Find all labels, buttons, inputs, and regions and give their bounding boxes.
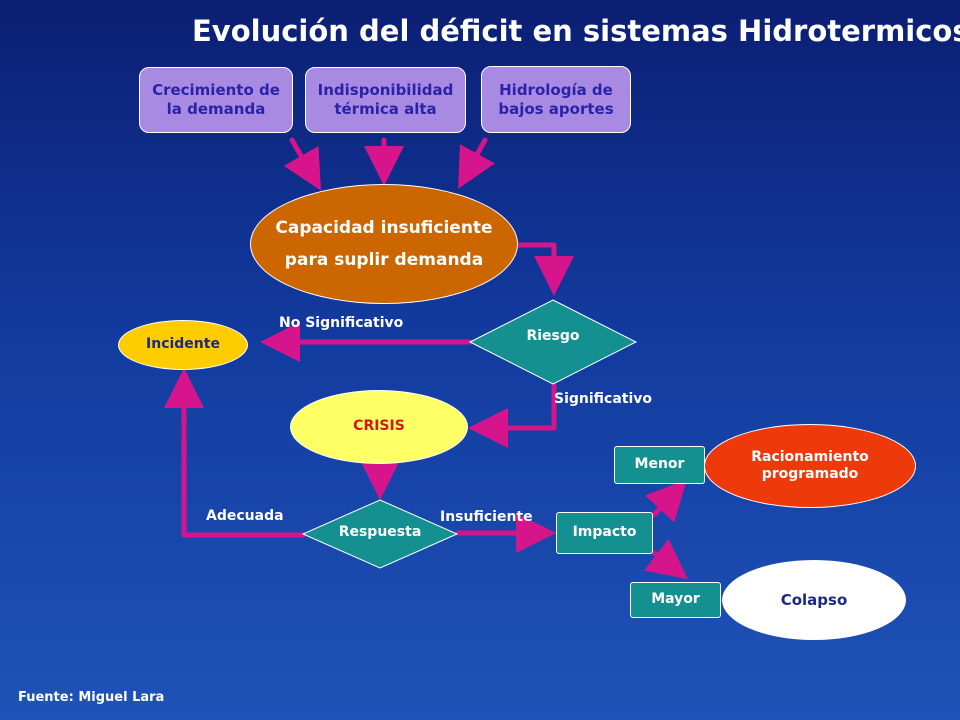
capacity-node: Capacidad insuficiente para suplir deman… bbox=[250, 184, 518, 304]
collapse-node: Colapso bbox=[722, 560, 906, 640]
cause-demand-growth: Crecimiento de la demanda bbox=[139, 67, 293, 133]
response-diamond bbox=[301, 499, 459, 569]
arrow-response-to-incident bbox=[164, 368, 306, 538]
risk-label: Riesgo bbox=[526, 328, 580, 345]
label-adequate: Adecuada bbox=[206, 508, 284, 524]
cause-thermal-unavailability: Indisponibilidad térmica alta bbox=[305, 67, 466, 133]
impact-node: Impacto bbox=[556, 512, 653, 554]
arrow-impact-to-major bbox=[644, 538, 688, 580]
page-title: Evolución del déficit en sistemas Hidrot… bbox=[192, 14, 960, 48]
arrow-hydro-to-capacity bbox=[458, 137, 495, 189]
arrow-risk-to-crisis bbox=[468, 382, 557, 448]
response-label: Respuesta bbox=[338, 524, 422, 541]
crisis-node: CRISIS bbox=[290, 390, 468, 464]
incident-node: Incidente bbox=[118, 320, 248, 370]
rationing-node: Racionamiento programado bbox=[704, 424, 916, 508]
cause-low-hydrology: Hidrología de bajos aportes bbox=[481, 66, 631, 133]
source-caption: Fuente: Miguel Lara bbox=[18, 690, 165, 705]
label-significant: Significativo bbox=[554, 391, 653, 407]
risk-diamond bbox=[468, 299, 638, 385]
label-not-significant: No Significativo bbox=[279, 315, 404, 331]
major-node: Mayor bbox=[630, 582, 721, 618]
label-insufficient: Insuficiente bbox=[440, 509, 533, 525]
arrow-impact-to-minor bbox=[644, 479, 687, 523]
arrow-capacity-to-risk bbox=[514, 242, 574, 296]
minor-node: Menor bbox=[614, 446, 705, 484]
arrow-demand-to-capacity bbox=[283, 137, 321, 191]
